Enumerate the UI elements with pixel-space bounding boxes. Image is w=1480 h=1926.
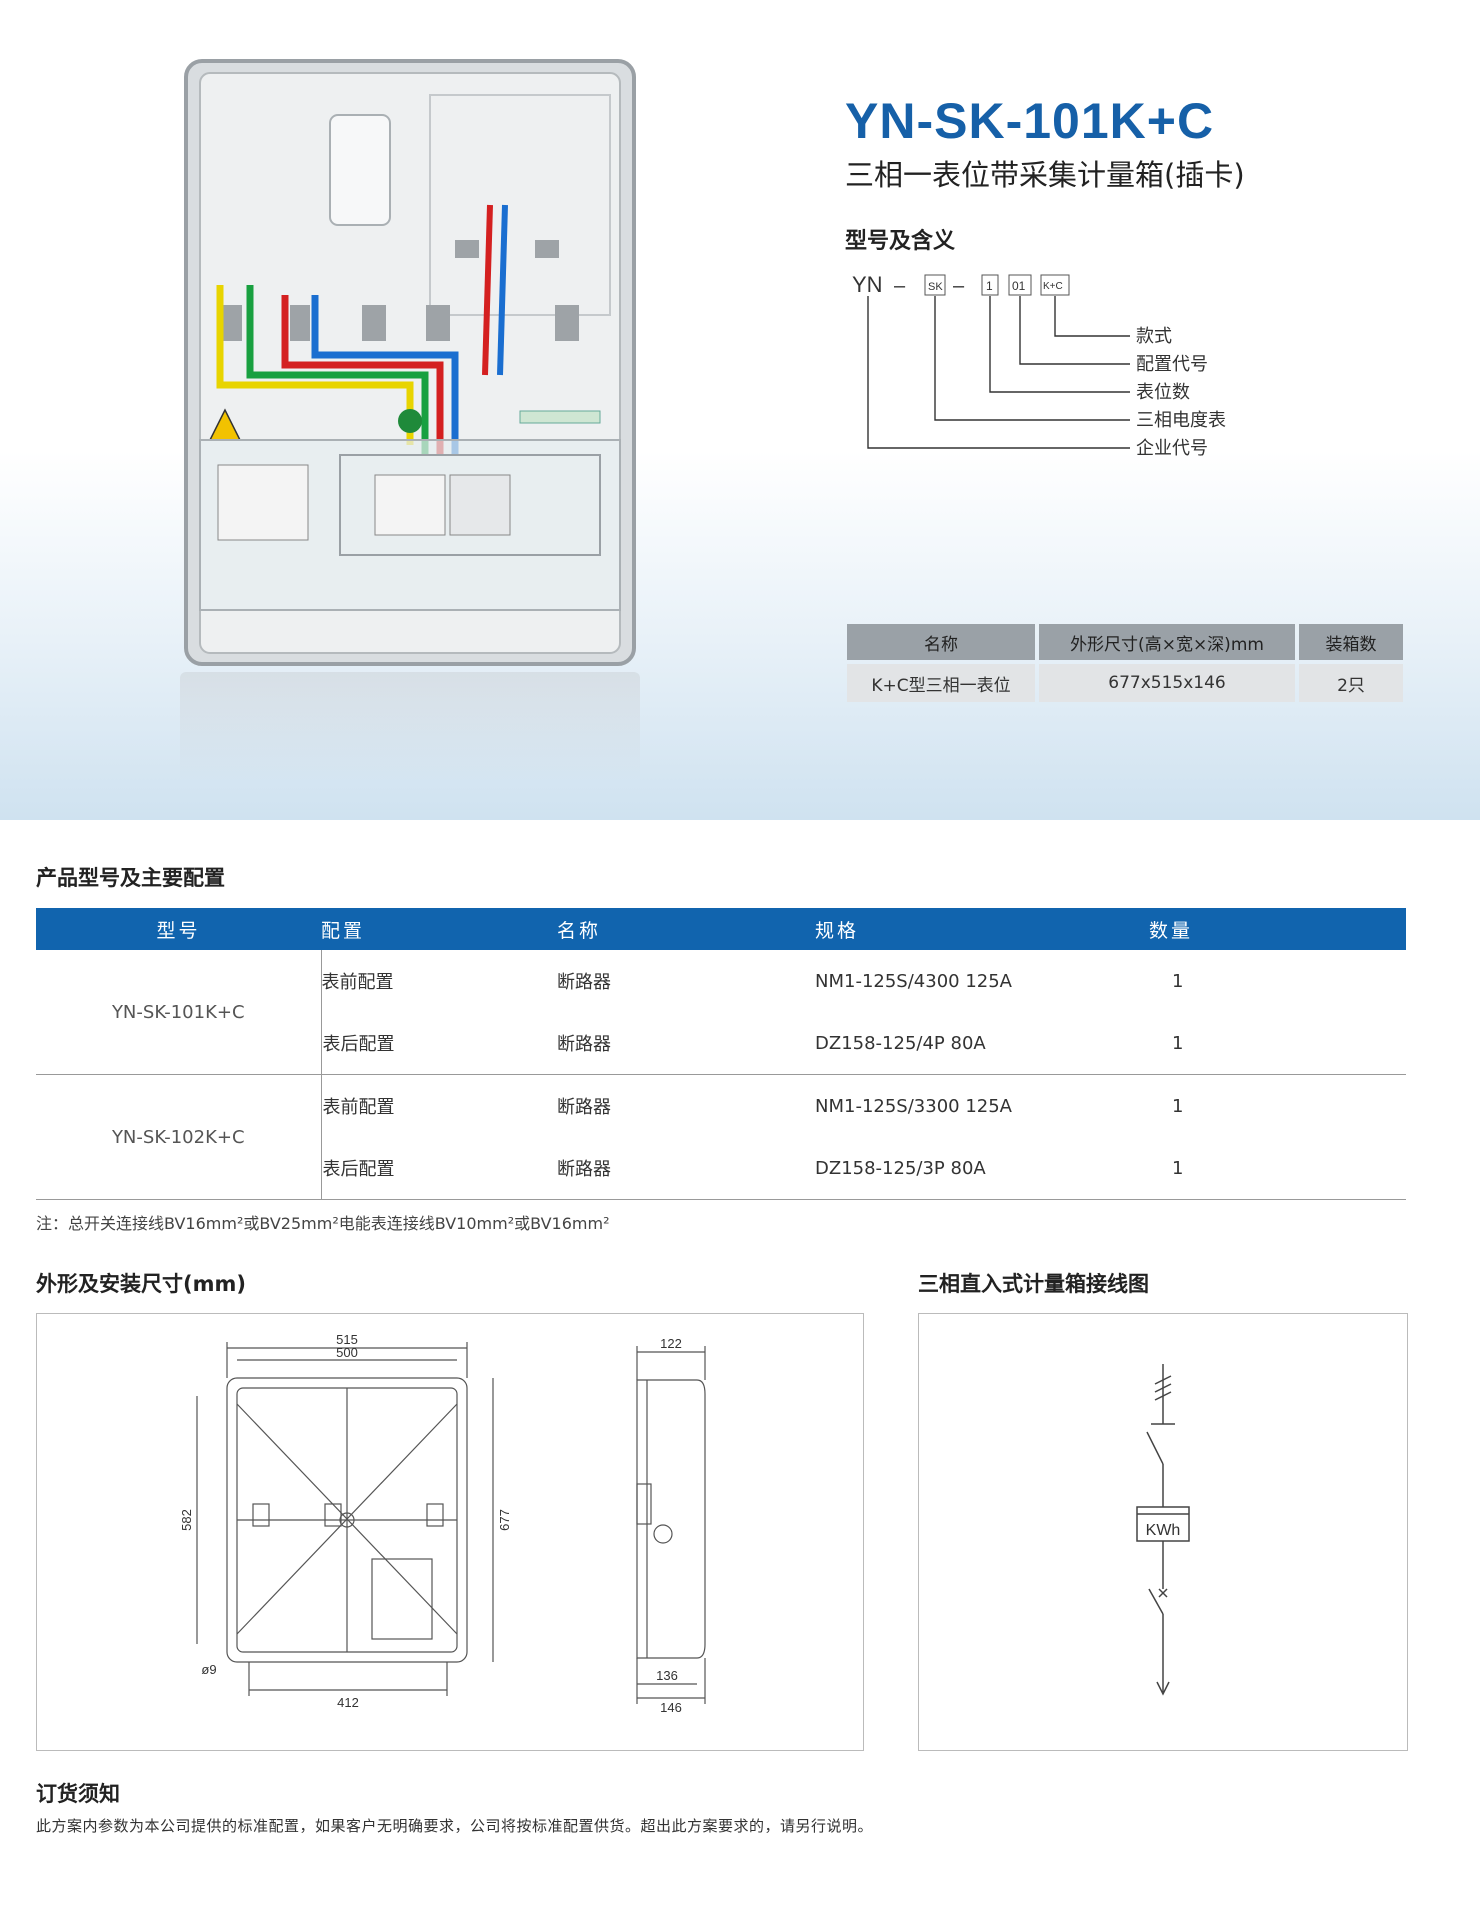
spec-cell: DZ158-125/4P 80A [814,1012,1148,1075]
config-header-name: 名称 [557,919,602,942]
svg-text:–: – [953,275,965,297]
table-row: 表后配置 断路器 DZ158-125/4P 80A 1 [36,1012,1406,1075]
dim-height-total: 677 [497,1509,512,1531]
wiring-heading: 三相直入式计量箱接线图 [918,1272,1149,1296]
qty-cell: 1 [1148,1137,1406,1200]
config-cell: 表前配置 [322,1097,395,1118]
name-cell: 断路器 [557,1097,611,1118]
code-part-config: 01 [1012,279,1026,293]
table-row: 表后配置 断路器 DZ158-125/3P 80A 1 [36,1137,1406,1200]
svg-text:–: – [894,275,906,297]
model-cell: YN-SK-102K+C [36,1074,322,1200]
dim-hole: ø9 [201,1662,216,1677]
code-label-style: 款式 [1136,326,1172,347]
dimension-drawing-box: 515 500 582 677 412 ø9 122 136 146 [36,1313,864,1751]
dim-depth-top: 122 [660,1336,682,1351]
config-cell: 表前配置 [321,972,394,993]
code-part-type: SK [928,281,943,293]
config-cell: 表后配置 [321,1012,556,1075]
order-heading: 订货须知 [36,1782,120,1806]
config-table: 型号 配置 名称 规格 数量 YN-SK-101K+C 表前配置 断路器 NM1… [36,908,1406,1200]
spec-cell-pack: 2只 [1299,664,1403,702]
spec-cell-name: K+C型三相一表位 [847,664,1035,702]
product-model-title: YN-SK-101K+C [845,93,1215,149]
dim-width-inner: 500 [336,1345,358,1360]
code-label-config: 配置代号 [1136,354,1208,375]
dim-height-mount: 582 [179,1509,194,1531]
dim-width-bottom: 412 [337,1695,359,1710]
qty-cell: 1 [1172,1095,1184,1117]
product-reflection [180,672,640,782]
spec-header-pack: 装箱数 [1299,624,1403,660]
spec-cell-size: 677x515x146 [1039,664,1295,702]
meaning-heading: 型号及含义 [845,229,956,254]
spec-header-name: 名称 [847,624,1035,660]
config-header-spec: 规格 [815,919,860,942]
spec-cell: NM1-125S/3300 125A [815,1095,1012,1117]
dim-depth-mid: 136 [656,1668,678,1683]
order-text: 此方案内参数为本公司提供的标准配置，如果客户无明确要求，公司将按标准配置供货。超… [36,1817,874,1835]
kwh-meter-label: KWh [1146,1522,1181,1539]
wire-note: 注：总开关连接线BV16mm²或BV25mm²电能表连接线BV10mm²或BV1… [36,1214,610,1233]
spec-header-size: 外形尺寸(高×宽×深)mm [1039,624,1295,660]
qty-cell: 1 [1172,970,1184,992]
model-cell: YN-SK-101K+C [36,950,322,1075]
product-photo [184,59,636,666]
spec-cell: NM1-125S/4300 125A [815,970,1012,992]
model-code-diagram: YN – SK – 1 01 K+C 款式 配置代号 表位数 三相电度表 企业代… [852,272,1226,459]
config-header-model: 型号 [156,919,201,942]
name-cell: 断路器 [556,1012,814,1075]
dimension-drawing: 515 500 582 677 412 ø9 122 136 146 [179,1332,706,1715]
spec-table: 名称 外形尺寸(高×宽×深)mm 装箱数 K+C型三相一表位 677x515x1… [843,620,1407,706]
table-row: YN-SK-102K+C 表前配置 断路器 NM1-125S/3300 125A… [36,1074,1406,1200]
qty-cell: 1 [1148,1012,1406,1075]
dim-width-outer: 515 [336,1332,358,1347]
table-row: YN-SK-101K+C 表前配置 断路器 NM1-125S/4300 125A… [36,950,1406,1075]
name-cell: 断路器 [556,1137,814,1200]
dimensions-heading: 外形及安装尺寸(mm) [36,1272,246,1296]
dim-depth-total: 146 [660,1700,682,1715]
config-heading: 产品型号及主要配置 [36,866,225,890]
code-label-positions: 表位数 [1136,382,1190,403]
name-cell: 断路器 [557,972,611,993]
config-cell: 表后配置 [321,1137,556,1200]
spec-cell: DZ158-125/3P 80A [814,1137,1148,1200]
code-part-style: K+C [1043,281,1063,292]
wiring-diagram-box: KWh [918,1313,1408,1751]
wiring-diagram: KWh [1136,1364,1190,1696]
config-header-qty: 数量 [1149,919,1194,942]
config-header-config: 配置 [321,919,366,942]
code-label-meter: 三相电度表 [1136,410,1226,431]
code-label-company: 企业代号 [1136,438,1208,459]
code-part-positions: 1 [986,279,993,293]
code-part-company: YN [852,272,883,297]
product-subtitle: 三相一表位带采集计量箱(插卡) [845,158,1245,192]
